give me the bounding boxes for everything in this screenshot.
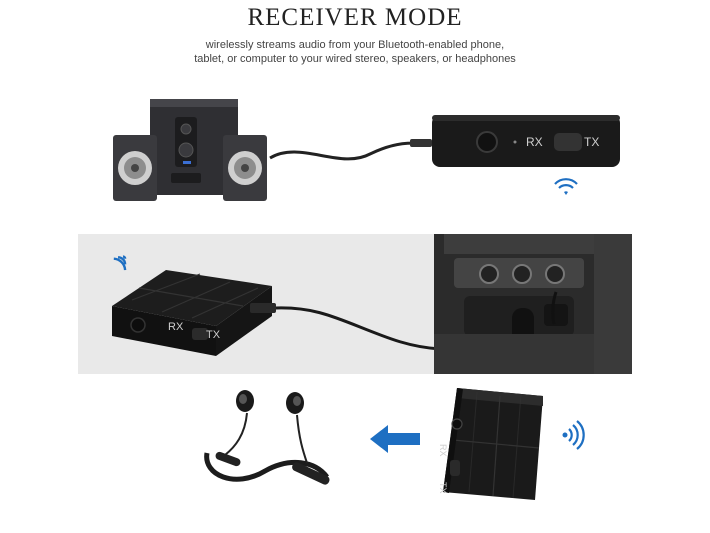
wireless-signal-icon-middle xyxy=(113,255,127,271)
tx-label-top: TX xyxy=(584,135,600,149)
page-subtitle: wirelessly streams audio from your Bluet… xyxy=(0,38,710,66)
audio-cable-top xyxy=(269,139,433,161)
arrow-left-icon xyxy=(370,425,420,453)
tx-label-bottom: TX xyxy=(438,482,448,494)
wireless-signal-icon-bottom xyxy=(562,420,585,450)
wireless-signal-icon-top xyxy=(554,178,578,195)
subtitle-line-2: tablet, or computer to your wired stereo… xyxy=(194,53,516,65)
car-dashboard-photo xyxy=(434,234,632,374)
rx-label-top: RX xyxy=(526,135,543,149)
bluetooth-device-top xyxy=(432,115,620,167)
neckband-headphones-illustration xyxy=(204,390,330,485)
speaker-system-illustration xyxy=(113,99,267,201)
bluetooth-device-middle xyxy=(112,270,272,356)
audio-cable-middle xyxy=(250,303,441,351)
subtitle-line-1: wirelessly streams audio from your Bluet… xyxy=(205,39,505,51)
rx-label-middle: RX xyxy=(168,321,184,333)
bluetooth-device-bottom xyxy=(443,388,543,500)
tx-label-middle: TX xyxy=(206,329,221,341)
page-title: RECEIVER MODE xyxy=(247,4,463,31)
rx-label-bottom: RX xyxy=(438,444,448,457)
